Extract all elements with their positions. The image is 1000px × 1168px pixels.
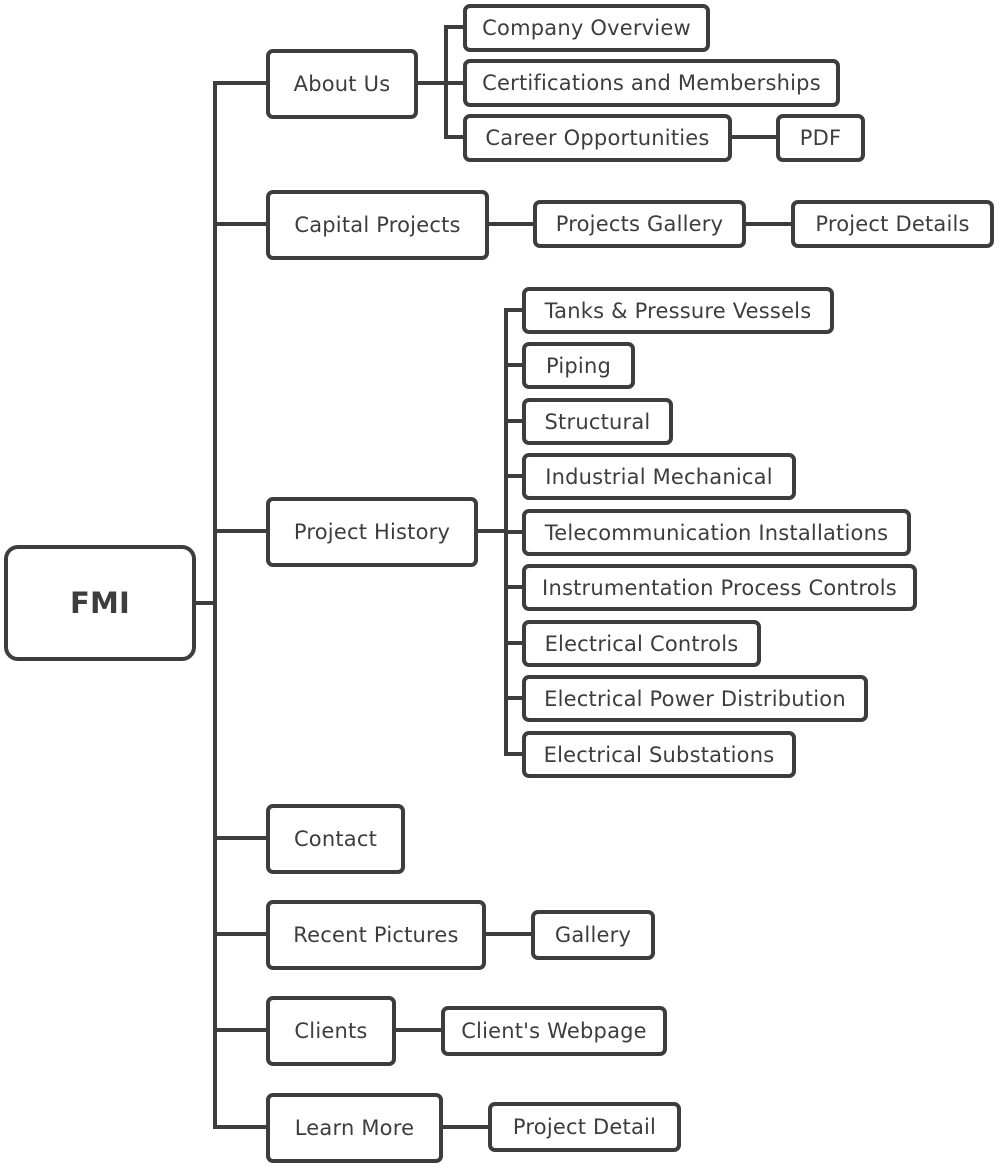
node-structural: Structural [522, 398, 673, 445]
node-clients-webpage: Client's Webpage [441, 1006, 667, 1056]
node-pdf: PDF [776, 114, 865, 162]
node-recent-pictures: Recent Pictures [266, 900, 486, 970]
node-clients: Clients [266, 996, 396, 1066]
node-project-detail: Project Detail [488, 1102, 681, 1152]
node-tanks-pressure-vessels: Tanks & Pressure Vessels [522, 287, 834, 334]
node-contact: Contact [266, 804, 405, 874]
node-gallery: Gallery [531, 910, 655, 960]
node-about-us: About Us [266, 49, 418, 119]
node-instrumentation-process-controls: Instrumentation Process Controls [522, 564, 917, 611]
node-electrical-controls: Electrical Controls [522, 620, 761, 667]
node-telecommunication-installations: Telecommunication Installations [522, 509, 911, 556]
node-piping: Piping [522, 342, 635, 389]
node-company-overview: Company Overview [463, 4, 710, 52]
root-node: FMI [4, 545, 196, 661]
node-industrial-mechanical: Industrial Mechanical [522, 453, 796, 500]
node-electrical-power-distribution: Electrical Power Distribution [522, 675, 868, 722]
node-certifications-memberships: Certifications and Memberships [463, 59, 840, 107]
node-learn-more: Learn More [266, 1093, 443, 1163]
node-project-details: Project Details [791, 200, 994, 248]
node-project-history: Project History [266, 497, 478, 567]
node-career-opportunities: Career Opportunities [463, 114, 732, 162]
node-electrical-substations: Electrical Substations [522, 731, 796, 778]
node-projects-gallery: Projects Gallery [533, 200, 746, 248]
node-capital-projects: Capital Projects [266, 190, 489, 260]
